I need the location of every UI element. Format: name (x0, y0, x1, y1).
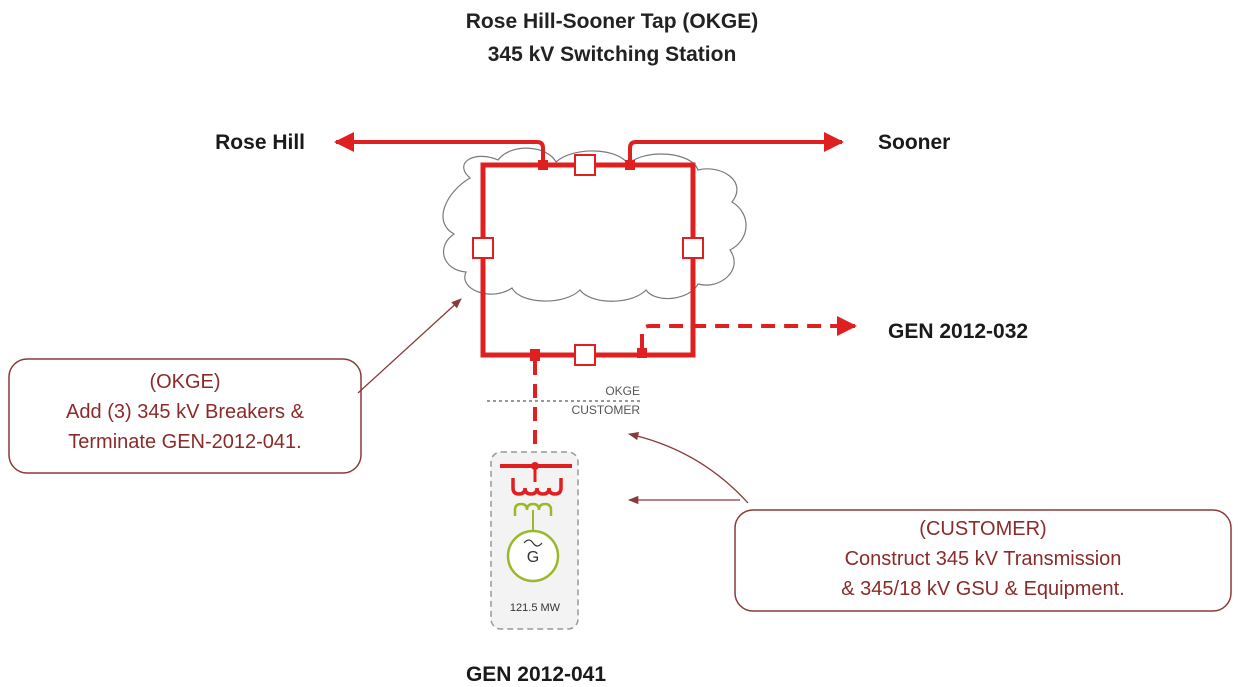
okge-note-arrow (357, 298, 462, 394)
label-gen-2012-032: GEN 2012-032 (888, 320, 1028, 343)
line-rose-hill (334, 132, 545, 160)
okge-note-line3: Terminate GEN-2012-041. (68, 431, 301, 453)
customer-note-box (734, 509, 1232, 612)
breaker-left (472, 237, 494, 259)
label-gen-2012-041: GEN 2012-041 (466, 663, 606, 686)
termination-rose-hill (538, 160, 548, 170)
generator-icon (506, 529, 560, 583)
gsu-low-side-winding (513, 502, 553, 516)
customer-note-line2: Construct 345 kV Transmission (845, 548, 1122, 570)
label-rose-hill: Rose Hill (215, 131, 305, 154)
boundary-label-customer: CUSTOMER (572, 403, 641, 417)
generator-symbol-label: G (527, 549, 539, 566)
switching-station-cloud (442, 147, 747, 302)
customer-note-line3: & 345/18 kV GSU & Equipment. (841, 578, 1125, 600)
line-gen-2012-032 (640, 316, 857, 348)
diagram-title-line1: Rose Hill-Sooner Tap (OKGE) (466, 10, 758, 33)
okge-note-line2: Add (3) 345 kV Breakers & (66, 401, 305, 423)
generator-capacity: 121.5 MW (510, 602, 561, 614)
termination-gen-2012-041 (530, 349, 540, 361)
ring-bus (480, 162, 696, 358)
gsu-high-side-winding (511, 478, 563, 496)
generator-sine-icon (523, 539, 543, 547)
termination-gen-2012-032 (637, 348, 647, 358)
line-sooner (628, 132, 844, 160)
breaker-right (682, 237, 704, 259)
okge-note-line1: (OKGE) (149, 371, 220, 393)
diagram-title-line2: 345 kV Switching Station (488, 43, 737, 66)
customer-note-line1: (CUSTOMER) (919, 518, 1046, 540)
label-sooner: Sooner (878, 131, 950, 154)
breaker-bottom (574, 344, 596, 366)
breaker-top (574, 154, 596, 176)
boundary-label-okge: OKGE (605, 384, 640, 398)
customer-note-arrow-upper (627, 432, 749, 504)
termination-sooner (625, 160, 635, 170)
okge-note-box (8, 358, 362, 474)
